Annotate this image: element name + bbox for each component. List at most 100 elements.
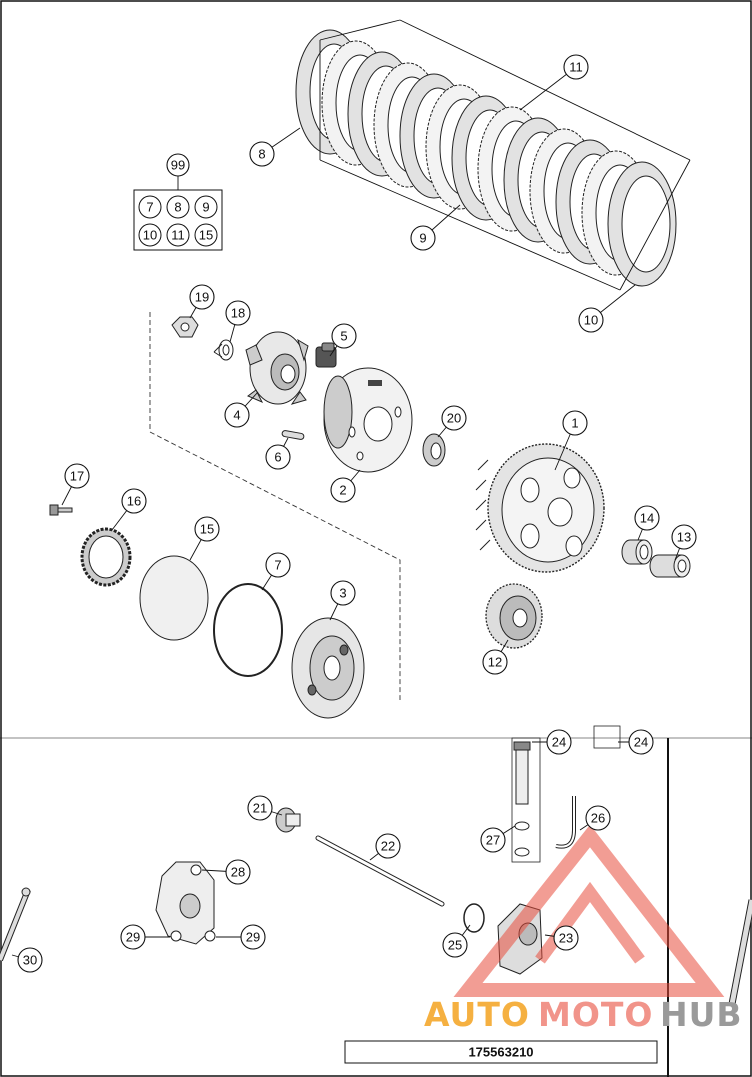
- callout-circle: [546, 729, 572, 755]
- callout-5: 5: [331, 323, 357, 349]
- callout-21: 21: [247, 795, 273, 821]
- watermark-text-hub: HUB: [660, 995, 743, 1034]
- callout-12: 12: [482, 649, 508, 675]
- callout-label: 28: [231, 865, 245, 880]
- callout-99: 99: [166, 153, 190, 177]
- callout-label: 25: [448, 938, 462, 953]
- callout-30: 30: [17, 947, 43, 973]
- kit-item-circle: [194, 195, 218, 219]
- callout-label: 5: [340, 329, 347, 344]
- callout-18: 18: [225, 300, 251, 326]
- callout-7: 7: [265, 552, 291, 578]
- callout-label: 13: [677, 530, 691, 545]
- callout-circle: [225, 859, 251, 885]
- stack-guide-line: [319, 19, 401, 41]
- idler-gear-part: [485, 583, 543, 649]
- kit-item-circle: [194, 223, 218, 247]
- callout-label: 29: [126, 930, 140, 945]
- callout-circle: [442, 932, 468, 958]
- sleeve-part: [649, 554, 691, 578]
- clutch-plate-stack: [295, 19, 691, 291]
- callout-circle: [225, 300, 251, 326]
- callout-label: 22: [381, 839, 395, 854]
- callout-11: 11: [563, 54, 589, 80]
- callout-label: 27: [486, 833, 500, 848]
- kit-item-circle: [138, 223, 162, 247]
- callout-circle: [330, 580, 356, 606]
- callout-circle: [441, 405, 467, 431]
- watermark-inner-mark: [535, 881, 645, 964]
- callout-label: 11: [569, 60, 583, 75]
- callout-label: 7: [274, 558, 281, 573]
- pressure-cap-part: [315, 342, 337, 368]
- callout-circle: [265, 552, 291, 578]
- pressure-plate-part: [291, 617, 365, 719]
- callout-label: 14: [640, 511, 654, 526]
- clutch-plate-inner: [621, 175, 671, 273]
- bushing-part: [621, 539, 653, 565]
- callout-22: 22: [375, 833, 401, 859]
- callout-label: 10: [584, 313, 598, 328]
- callout-label: 18: [231, 306, 245, 321]
- callout-circle: [671, 524, 697, 550]
- callout-19: 19: [189, 284, 215, 310]
- callout-8: 8: [249, 141, 275, 167]
- callout-label: 24: [552, 735, 566, 750]
- callout-circle: [247, 795, 273, 821]
- callout-24: 24: [628, 729, 654, 755]
- callout-26: 26: [585, 805, 611, 831]
- callout-17: 17: [64, 463, 90, 489]
- watermark-text-moto: MOTO: [538, 995, 653, 1034]
- pin-part: [281, 430, 305, 440]
- syringe-part: [0, 887, 31, 962]
- callout-label: 29: [246, 930, 260, 945]
- callout-label: 99: [171, 158, 185, 173]
- callout-circle: [482, 649, 508, 675]
- callout-label: 19: [195, 290, 209, 305]
- callout-circle: [563, 54, 589, 80]
- callout-20: 20: [441, 405, 467, 431]
- callout-13: 13: [671, 524, 697, 550]
- kit-item-label: 10: [143, 228, 157, 243]
- disc-part: [139, 555, 209, 641]
- document-number: 175563210: [468, 1045, 533, 1060]
- callout-15: 15: [194, 516, 220, 542]
- watermark-triangle: [453, 824, 725, 997]
- callout-circle: [585, 805, 611, 831]
- lock-washer-part: [213, 339, 234, 361]
- wire-ring-part: [213, 583, 283, 677]
- callout-2: 2: [330, 477, 356, 503]
- callout-label: 26: [591, 811, 605, 826]
- callout-label: 23: [559, 931, 573, 946]
- callout-28: 28: [225, 859, 251, 885]
- callout-label: 6: [274, 450, 281, 465]
- syringe-right-part: [728, 899, 752, 1005]
- callout-27: 27: [480, 827, 506, 853]
- bleeder-part: [513, 741, 531, 857]
- callout-label: 1: [571, 416, 578, 431]
- callout-1: 1: [562, 410, 588, 436]
- callout-circle: [553, 925, 579, 951]
- callout-label: 3: [339, 586, 346, 601]
- kit-item-circle: [138, 195, 162, 219]
- callout-circle: [375, 833, 401, 859]
- callout-circle: [562, 410, 588, 436]
- callout-label: 8: [258, 147, 265, 162]
- group-outline-dashed: [149, 312, 401, 700]
- stack-guide-line: [619, 159, 691, 291]
- callout-24: 24: [546, 729, 572, 755]
- screw-part: [49, 504, 73, 516]
- callout-circle: [330, 477, 356, 503]
- callout-circle: [410, 225, 436, 251]
- callout-10: 10: [578, 307, 604, 333]
- kit-item-label: 7: [146, 200, 153, 215]
- kit-item-circle: [166, 223, 190, 247]
- callout-circle: [17, 947, 43, 973]
- callout-label: 12: [488, 655, 502, 670]
- small-box: [593, 725, 621, 749]
- kit-item-label: 9: [202, 200, 209, 215]
